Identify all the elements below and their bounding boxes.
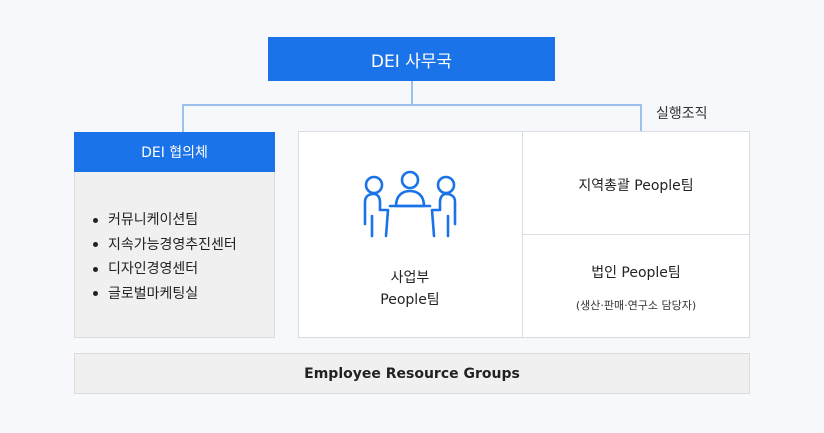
erg-label: Employee Resource Groups (304, 365, 520, 382)
connector-vertical-top (411, 81, 413, 105)
dei-council-header: DEI 협의체 (74, 132, 275, 172)
corporate-people-team-label: 법인 People팀 (591, 265, 681, 281)
connector-right-drop (640, 104, 642, 131)
bullet-icon (93, 242, 98, 248)
meeting-icon (363, 170, 457, 238)
people-divider-horizontal (522, 234, 750, 235)
list-item: 지속가능경영추진센터 (93, 233, 274, 258)
list-item: 글로벌마케팅실 (93, 282, 274, 307)
employee-resource-groups-box: Employee Resource Groups (74, 353, 750, 394)
regional-people-team-label: 지역총괄 People팀 (578, 178, 694, 194)
business-people-team-label: 사업부 People팀 (380, 270, 440, 308)
corporate-people-team-sub: (생산·판매·연구소 담당자) (575, 299, 697, 312)
list-item: 디자인경영센터 (93, 257, 274, 282)
execution-org-label: 실행조직 (656, 106, 708, 122)
bullet-icon (93, 266, 98, 272)
connector-horizontal (182, 104, 642, 106)
connector-left-drop (182, 104, 184, 132)
list-item: 커뮤니케이션팀 (93, 208, 274, 233)
dei-council-title: DEI 협의체 (141, 145, 208, 161)
council-member-list: 커뮤니케이션팀 지속가능경영추진센터 디자인경영센터 글로벌마케팅실 (75, 172, 274, 306)
bullet-icon (93, 291, 98, 297)
dei-council-list-box: 커뮤니케이션팀 지속가능경영추진센터 디자인경영센터 글로벌마케팅실 (74, 172, 275, 338)
dei-office-box: DEI 사무국 (268, 37, 555, 81)
dei-office-title: DEI 사무국 (370, 51, 453, 72)
bullet-icon (93, 217, 98, 223)
